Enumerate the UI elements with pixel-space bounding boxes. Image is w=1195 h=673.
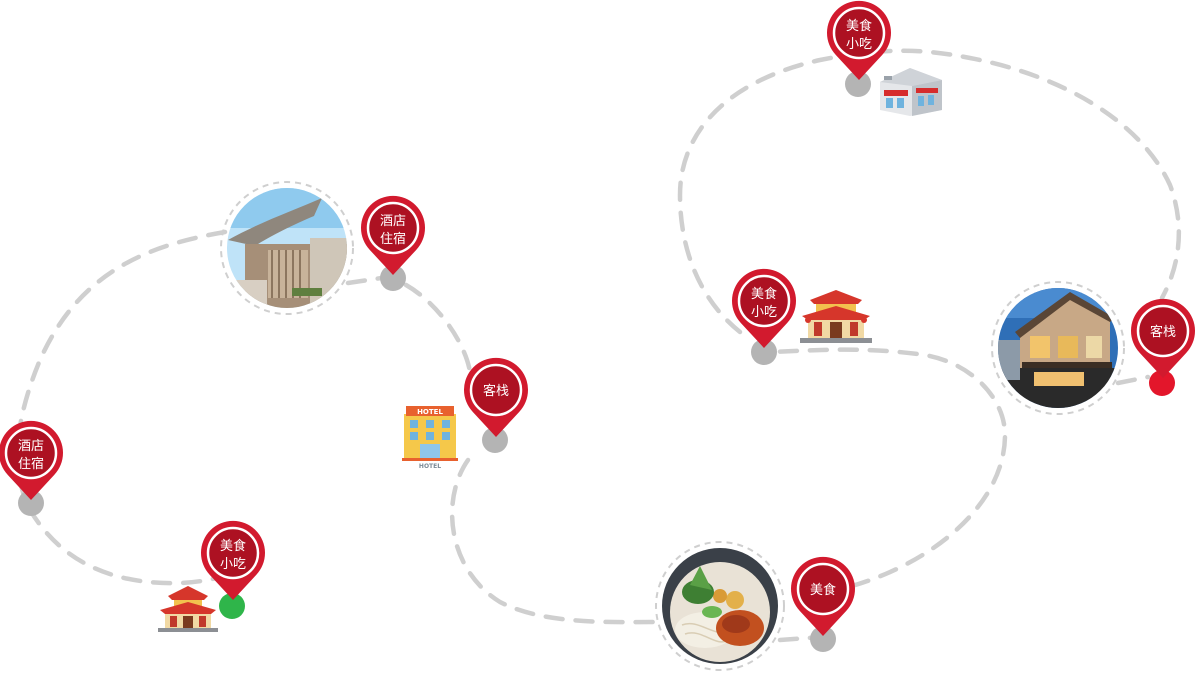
route-food-to-inn-right <box>767 347 1008 589</box>
pin-label-circle <box>1136 304 1190 358</box>
pin-label-text: 酒店 <box>18 439 44 454</box>
pin-label-circle <box>796 562 850 616</box>
pin-label-text: 客栈 <box>483 383 509 399</box>
shop-building-icon <box>880 68 942 116</box>
pin-anchor-dot <box>219 593 245 619</box>
route-photo-to-pin-right <box>1115 374 1151 386</box>
pin-label-text: 酒店 <box>380 214 406 229</box>
pin-anchor-dot <box>18 490 44 516</box>
pin-label-text: 美食 <box>846 18 872 34</box>
pin-label-text: 美食 <box>220 538 246 554</box>
temple-restaurant-icon <box>158 586 218 632</box>
pin-label-text: 美食 <box>751 286 777 302</box>
hotel-building-icon: HOTEL HOTEL <box>402 406 458 470</box>
pin-anchor-dot <box>845 71 871 97</box>
pin-anchor-dot <box>482 427 508 453</box>
pin-label-text: 小吃 <box>751 304 777 320</box>
route-hotel-to-inn <box>345 274 473 375</box>
pin-label-circle <box>737 274 791 328</box>
pin-anchor-dot <box>751 339 777 365</box>
hotel-sign-text: HOTEL <box>417 408 443 416</box>
location-pin-food-bottom[interactable]: 美食 <box>790 556 855 652</box>
pin-label-circle <box>832 6 886 60</box>
route-loop-left <box>15 229 235 586</box>
noodle-dish-photo <box>655 541 785 671</box>
location-pin-inn-right[interactable]: 客栈 <box>1131 298 1195 396</box>
pin-label-text: 小吃 <box>846 36 872 52</box>
pin-label-text: 小吃 <box>220 556 246 572</box>
pin-label-text: 住宿 <box>18 456 44 472</box>
wooden-inn-photo <box>991 281 1125 415</box>
location-pin-inn-center[interactable]: 客栈 <box>464 357 528 453</box>
pin-anchor-dot <box>810 626 836 652</box>
route-inn-to-food <box>449 457 665 625</box>
hotel-sign-text: HOTEL <box>419 463 441 470</box>
pin-anchor-dot <box>1149 370 1175 396</box>
pin-label-circle <box>366 201 420 255</box>
pin-label-text: 美食 <box>810 582 836 598</box>
temple-restaurant-icon <box>800 290 872 343</box>
pin-label-circle <box>469 363 523 417</box>
pin-anchor-dot <box>380 265 406 291</box>
pin-label-circle <box>4 426 58 480</box>
pin-label-circle <box>206 526 260 580</box>
route-loop-right <box>677 48 1182 335</box>
pin-label-text: 客栈 <box>1150 324 1176 340</box>
modern-hotel-photo <box>220 181 354 315</box>
pin-label-text: 住宿 <box>380 231 406 247</box>
